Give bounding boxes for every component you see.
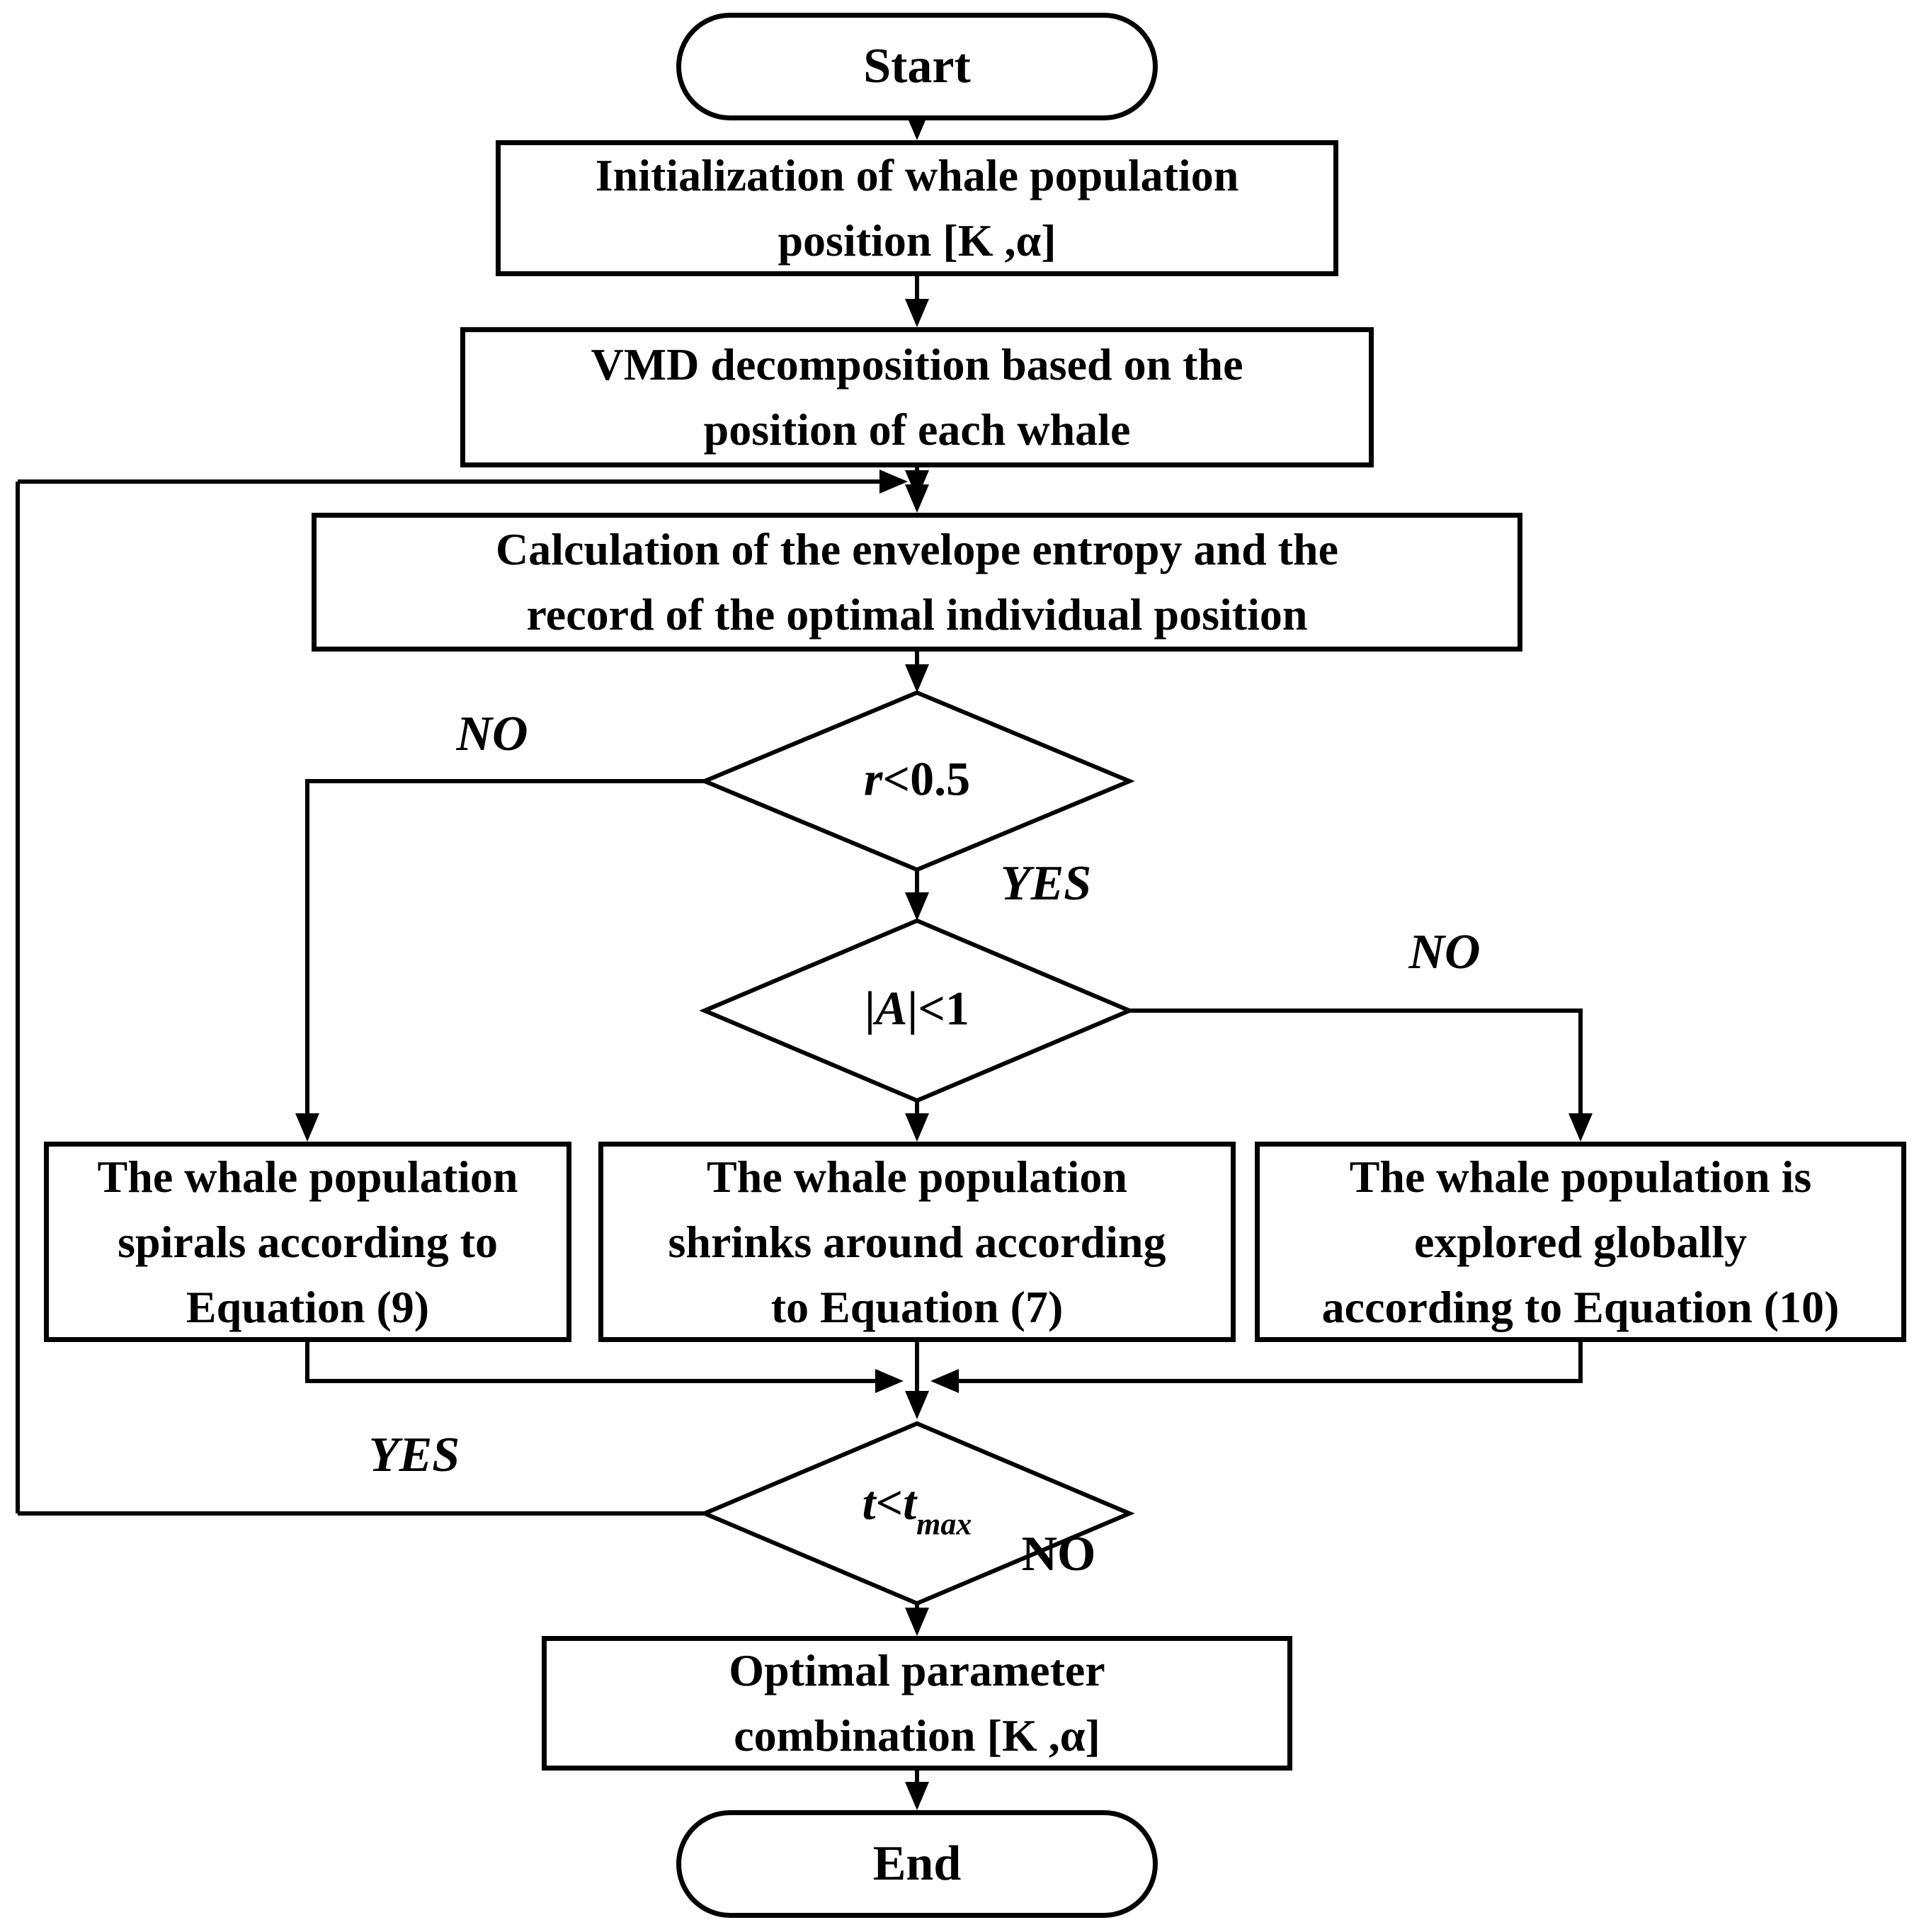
- decision-a-var: A: [875, 981, 908, 1035]
- node-initialization-line1: Initialization of whale population: [595, 150, 1239, 200]
- arrowhead: [905, 664, 929, 693]
- decision-a-bar1: |: [864, 981, 875, 1035]
- node-start-label: Start: [863, 39, 971, 93]
- decision-r-label: r<0.5: [864, 751, 970, 807]
- node-envelope-line2: record of the optimal individual positio…: [526, 589, 1308, 640]
- node-shrink-update: The whale population shrinks around acco…: [598, 1142, 1236, 1342]
- edge-explore-merge: [955, 1342, 1583, 1383]
- label-a-no: NO: [1408, 925, 1481, 979]
- decision-a-label: |A|<1: [865, 981, 969, 1037]
- diamond-r-condition: [699, 690, 1135, 873]
- node-vmd-line1: VMD decomposition based on the: [591, 339, 1243, 390]
- node-optimal-parameters: Optimal parameter combination [K ,α]: [542, 1636, 1292, 1771]
- arrowhead: [930, 1369, 959, 1393]
- arrowhead: [905, 1113, 929, 1142]
- label-r-yes: YES: [1000, 856, 1092, 911]
- arrowhead: [905, 484, 929, 513]
- node-shrink-line1: The whale population: [707, 1151, 1127, 1202]
- edge-d1-no: [305, 779, 705, 1136]
- decision-r-cond: <0.5: [882, 751, 971, 806]
- label-t-no: NO: [1021, 1527, 1096, 1581]
- decision-t-label: t<tmax: [862, 1475, 972, 1542]
- arrowhead: [875, 1369, 904, 1393]
- arrowhead: [905, 892, 929, 921]
- node-envelope-entropy: Calculation of the envelope entropy and …: [312, 513, 1522, 652]
- node-optimal-line2: combination [K ,α]: [734, 1710, 1100, 1761]
- arrowhead: [1568, 1113, 1593, 1142]
- node-explore-line2: explored globally: [1414, 1216, 1747, 1267]
- node-optimal-line1: Optimal parameter: [729, 1645, 1105, 1695]
- arrowhead: [905, 299, 929, 327]
- decision-t-var2: t: [903, 1475, 917, 1530]
- node-envelope-line1: Calculation of the envelope entropy and …: [496, 524, 1338, 574]
- decision-t-op: <: [875, 1475, 904, 1530]
- node-global-exploration: The whale population is explored globall…: [1255, 1142, 1906, 1342]
- node-initialization: Initialization of whale population posit…: [496, 140, 1338, 276]
- arrowhead: [905, 1608, 929, 1636]
- node-spiral-update: The whale population spirals according t…: [44, 1142, 571, 1342]
- label-r-no: NO: [456, 707, 528, 761]
- node-explore-line3: according to Equation (10): [1321, 1281, 1840, 1332]
- node-start: Start: [676, 13, 1158, 120]
- decision-t-var1: t: [862, 1475, 876, 1530]
- arrowhead: [295, 1113, 319, 1142]
- arrowhead: [905, 1782, 929, 1810]
- edge-spiral-merge: [305, 1342, 879, 1383]
- node-end-label: End: [872, 1836, 962, 1891]
- node-explore-line1: The whale population is: [1349, 1151, 1812, 1202]
- arrowhead: [879, 470, 908, 494]
- node-spiral-line3: Equation (9): [186, 1281, 430, 1332]
- node-initialization-line2: position [K ,α]: [778, 215, 1057, 266]
- node-shrink-line2: shrinks around according: [668, 1216, 1166, 1267]
- node-spiral-line1: The whale population: [97, 1151, 518, 1202]
- node-vmd-decomposition: VMD decomposition based on the position …: [460, 327, 1374, 467]
- diamond-a-condition: [699, 918, 1135, 1103]
- edge-loopback-yes: [16, 479, 884, 1516]
- node-end: End: [676, 1810, 1158, 1918]
- label-t-yes: YES: [368, 1428, 460, 1482]
- decision-a-cond: |<1: [907, 981, 970, 1035]
- edge-d2-no: [1129, 1008, 1583, 1136]
- node-vmd-line2: position of each whale: [703, 404, 1131, 455]
- decision-t-subscript: max: [916, 1506, 972, 1542]
- node-shrink-line3: to Equation (7): [770, 1281, 1064, 1332]
- node-spiral-line2: spirals according to: [118, 1216, 498, 1267]
- diamond-t-condition: [699, 1421, 1135, 1606]
- decision-r-var: r: [863, 751, 883, 806]
- arrowhead: [905, 1391, 929, 1419]
